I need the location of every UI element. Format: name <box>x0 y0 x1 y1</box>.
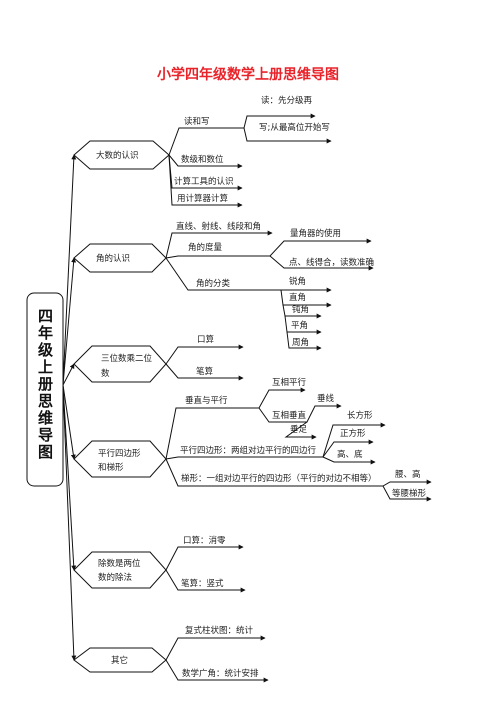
node-division <box>73 551 167 589</box>
leaf-label: 点、线得合，读数准确 <box>289 257 374 268</box>
leaf-label: 口算 <box>197 334 215 345</box>
connector <box>62 363 75 386</box>
connector <box>269 255 374 271</box>
connector <box>165 635 266 661</box>
connector <box>382 485 432 502</box>
node-big-numbers <box>73 140 170 170</box>
leaf-label: 正方形 <box>340 428 366 439</box>
node-label: 除数是两位 <box>98 558 141 569</box>
connector <box>165 569 246 593</box>
connector <box>165 257 332 293</box>
connector <box>62 384 77 571</box>
connector <box>165 238 372 259</box>
leaf-label: 数级和数位 <box>181 154 224 165</box>
leaf-label: 读和写 <box>184 116 210 127</box>
node-others <box>73 647 167 673</box>
node-label: 和梯形 <box>98 462 124 473</box>
connector <box>243 127 332 144</box>
leaf-label: 计算工具的认识 <box>174 176 234 187</box>
node-label: 三位数乘二位 <box>101 353 153 364</box>
node-multiplication <box>73 345 167 383</box>
leaf-label: 笔算：竖式 <box>181 578 224 589</box>
leaf-label: 直线、射线、线段和角 <box>176 221 261 232</box>
node-label: 数 <box>101 368 110 379</box>
leaf-label: 互相平行 <box>272 377 307 388</box>
leaf-label: 数学广角：统计安排 <box>182 668 259 679</box>
leaf-label: 写;从最高位开始写 <box>259 122 330 133</box>
root-node <box>26 292 64 487</box>
node-label: 大数的认识 <box>96 150 139 161</box>
connector <box>62 384 76 460</box>
leaf-label: 垂线 <box>317 393 335 404</box>
connector <box>286 331 322 351</box>
leaf-label: 平行四边形：两组对边平行的四边行 <box>180 445 317 456</box>
node-label: 数的除法 <box>98 572 132 583</box>
leaf-label: 等腰梯形 <box>392 488 427 499</box>
leaf-label: 垂直与平行 <box>185 395 228 406</box>
leaf-label: 平角 <box>291 320 308 331</box>
connector <box>62 154 77 386</box>
connector <box>165 230 273 259</box>
leaf-label: 读：先分级再 <box>261 95 313 106</box>
connector <box>284 421 317 440</box>
connector <box>168 154 243 208</box>
connector <box>168 154 243 169</box>
leaf-label: 周角 <box>292 337 309 348</box>
node-label: 其它 <box>111 655 128 666</box>
leaf-label: 锐角 <box>289 276 306 287</box>
node-label: 角的认识 <box>96 253 130 264</box>
leaf-label: 长方形 <box>347 410 373 421</box>
leaf-label: 角的度量 <box>188 242 223 253</box>
leaf-label: 梯形：一组对边平行的四边形（平行的对边不相等） <box>181 473 377 484</box>
page-title: 小学四年级数学上册思维导图 <box>157 67 339 83</box>
leaf-label: 高、底 <box>337 449 363 460</box>
leaf-label: 钝角 <box>292 304 309 315</box>
connector <box>322 456 376 465</box>
leaf-label: 角的分类 <box>196 278 231 289</box>
leaf-label: 垂足 <box>290 424 308 435</box>
leaf-label: 量角器的使用 <box>290 228 341 239</box>
connector <box>62 384 77 661</box>
node-angles <box>73 243 167 273</box>
connector <box>165 544 244 571</box>
connector <box>165 659 269 683</box>
leaf-label: 口算：消零 <box>183 535 226 546</box>
leaf-label: 复式柱状图：统计 <box>185 625 254 636</box>
leaf-label: 笔算 <box>196 366 214 377</box>
leaf-label: 腰、高 <box>395 469 421 480</box>
leaf-label: 用计算器计算 <box>177 193 229 204</box>
connector <box>322 439 374 458</box>
connector <box>62 257 77 386</box>
connector <box>165 344 244 365</box>
node-parallelogram <box>73 440 167 478</box>
node-label: 平行四边形 <box>98 448 141 459</box>
root-node-label: 四年级上册思维导图 <box>36 308 54 461</box>
connector <box>165 363 244 381</box>
leaf-label: 互相垂直 <box>272 410 307 421</box>
leaf-label: 直角 <box>289 292 306 303</box>
